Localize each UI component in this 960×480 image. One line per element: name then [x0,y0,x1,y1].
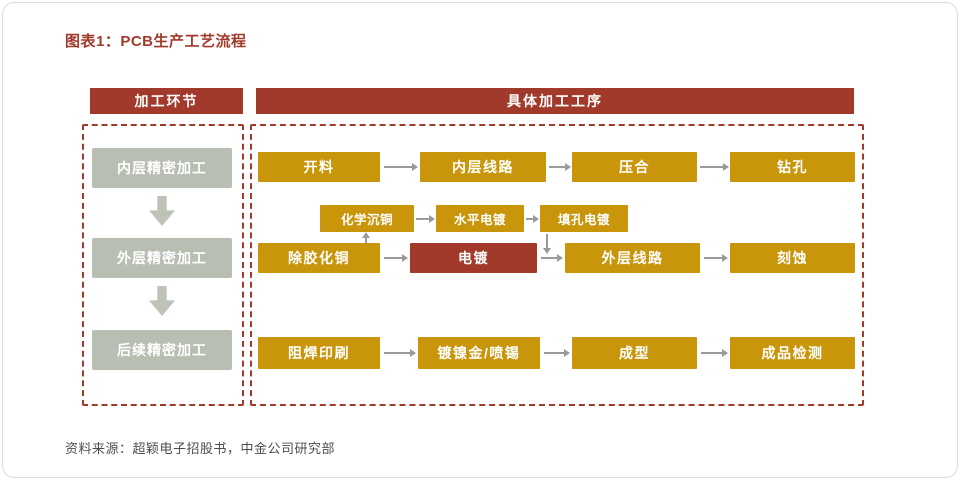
source-note: 资料来源：超颖电子招股书，中金公司研究部 [65,441,336,456]
flow-arrow-icon [700,163,729,171]
flow-arrow-icon [704,254,728,262]
column-header-specific-procedures: 具体加工工序 [256,88,854,114]
stage-inner-layer-precision: 内层精密加工 [92,148,232,188]
flow-arrow-icon [701,349,728,357]
step-horizontal-plating: 水平电镀 [436,205,524,232]
step-hole-filling-plating: 填孔电镀 [540,205,628,232]
down-arrow-icon [543,234,551,254]
step-nickel-gold-tin-spray: 镀镍金/喷锡 [418,337,540,369]
step-inner-layer-circuit: 内层线路 [420,152,546,182]
step-lamination: 压合 [572,152,697,182]
flow-arrow-icon [544,349,570,357]
figure-title: 图表1：PCB生产工艺流程 [65,33,247,50]
column-header-processing-stages: 加工环节 [90,88,243,114]
flow-arrow-icon [416,215,435,223]
step-degumming-copper-removal: 除胶化铜 [258,243,380,273]
step-outer-layer-circuit: 外层线路 [565,243,700,273]
flow-arrow-icon [549,163,571,171]
step-forming: 成型 [572,337,697,369]
stage-follow-up-precision: 后续精密加工 [92,330,232,370]
flow-arrow-icon [541,254,563,262]
step-solder-mask-printing: 阻焊印刷 [258,337,380,369]
stage-outer-layer-precision: 外层精密加工 [92,238,232,278]
step-final-inspection: 成品检测 [730,337,855,369]
step-etching: 刻蚀 [730,243,855,273]
step-cutting: 开料 [258,152,380,182]
flow-arrow-icon [384,163,418,171]
flow-arrow-icon [384,349,416,357]
step-drilling: 钻孔 [730,152,855,182]
flow-arrow-icon [526,215,539,223]
step-chemical-copper-deposition: 化学沉铜 [320,205,414,232]
flow-arrow-icon [384,254,408,262]
step-electroplating-highlighted: 电镀 [410,243,537,273]
